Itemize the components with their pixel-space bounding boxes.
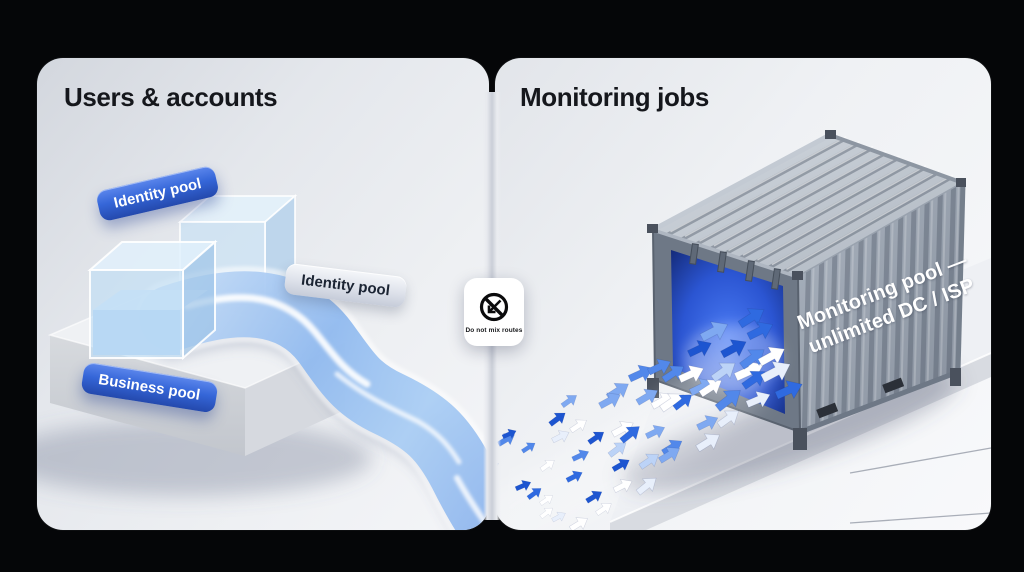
container-fittings bbox=[647, 130, 966, 450]
floor-lines bbox=[849, 447, 991, 524]
monitoring-jobs-scene bbox=[495, 130, 991, 530]
right-panel-title: Monitoring jobs bbox=[520, 82, 709, 112]
container-roof bbox=[651, 132, 964, 279]
no-mixing-badge: Do not mix routes bbox=[464, 278, 524, 346]
glass-cube-front bbox=[87, 239, 218, 361]
platform-shadow bbox=[37, 420, 372, 496]
monitoring-jobs-panel: Monitoring jobs Monitoring pool — unlimi… bbox=[495, 58, 991, 530]
no-mixing-caption: Do not mix routes bbox=[465, 327, 523, 334]
users-accounts-panel: Users & accounts Identity pool Identity … bbox=[37, 58, 489, 530]
no-mixing-icon bbox=[479, 292, 509, 322]
identity-stream bbox=[134, 266, 489, 530]
left-panel-title: Users & accounts bbox=[64, 82, 278, 112]
users-accounts-scene bbox=[37, 194, 489, 530]
